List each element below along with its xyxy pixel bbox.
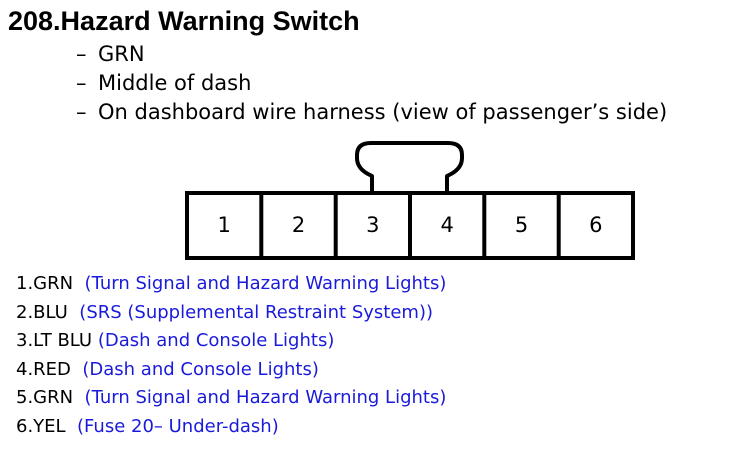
connector-location-item: –Middle of dash: [76, 69, 667, 98]
pin-row: 1.GRN (Turn Signal and Hazard Warning Li…: [16, 270, 446, 299]
pin-label-4: 4: [441, 213, 454, 237]
pin-description: (Turn Signal and Hazard Warning Lights): [84, 387, 447, 408]
pin-id: 1.GRN: [16, 273, 74, 294]
connector-harness-item: –On dashboard wire harness (view of pass…: [76, 98, 667, 127]
connector-harness: On dashboard wire harness (view of passe…: [98, 100, 668, 124]
pin-description: (SRS (Supplemental Restraint System)): [79, 301, 434, 323]
pin-assignment-list: 1.GRN (Turn Signal and Hazard Warning Li…: [16, 270, 446, 441]
pin-label-2: 2: [292, 213, 305, 237]
pin-description: (Turn Signal and Hazard Warning Lights): [84, 273, 447, 294]
pin-id: 4.RED: [16, 358, 71, 380]
pin-row: 5.GRN (Turn Signal and Hazard Warning Li…: [16, 384, 446, 413]
pin-row: 4.RED (Dash and Console Lights): [16, 356, 446, 385]
page-title: 208.Hazard Warning Switch: [8, 6, 360, 36]
connector-lock-tab: [355, 141, 464, 193]
connector-info-list: –GRN –Middle of dash –On dashboard wire …: [76, 40, 667, 127]
pin-label-5: 5: [515, 213, 528, 237]
connector-color-item: –GRN: [76, 40, 667, 69]
pin-description: (Dash and Console Lights): [97, 330, 335, 351]
pin-label-1: 1: [218, 213, 231, 237]
bullet-dash: –: [76, 71, 87, 95]
bullet-dash: –: [76, 42, 87, 66]
pin-row: 6.YEL (Fuse 20– Under-dash): [16, 413, 446, 442]
pin-id: 2.BLU: [16, 301, 68, 323]
pin-row: 2.BLU (SRS (Supplemental Restraint Syste…: [16, 299, 446, 328]
pin-description: (Dash and Console Lights): [82, 358, 319, 380]
connector-color: GRN: [98, 42, 145, 66]
bullet-dash: –: [76, 100, 87, 124]
pin-description: (Fuse 20– Under-dash): [77, 415, 279, 437]
pin-id: 5.GRN: [16, 387, 74, 408]
pin-id: 3.LT BLU: [16, 330, 93, 351]
pin-row: 3.LT BLU (Dash and Console Lights): [16, 327, 446, 356]
pin-label-6: 6: [589, 213, 602, 237]
connector-location: Middle of dash: [98, 71, 252, 95]
pin-id: 6.YEL: [16, 415, 66, 437]
pin-label-3: 3: [366, 213, 379, 237]
